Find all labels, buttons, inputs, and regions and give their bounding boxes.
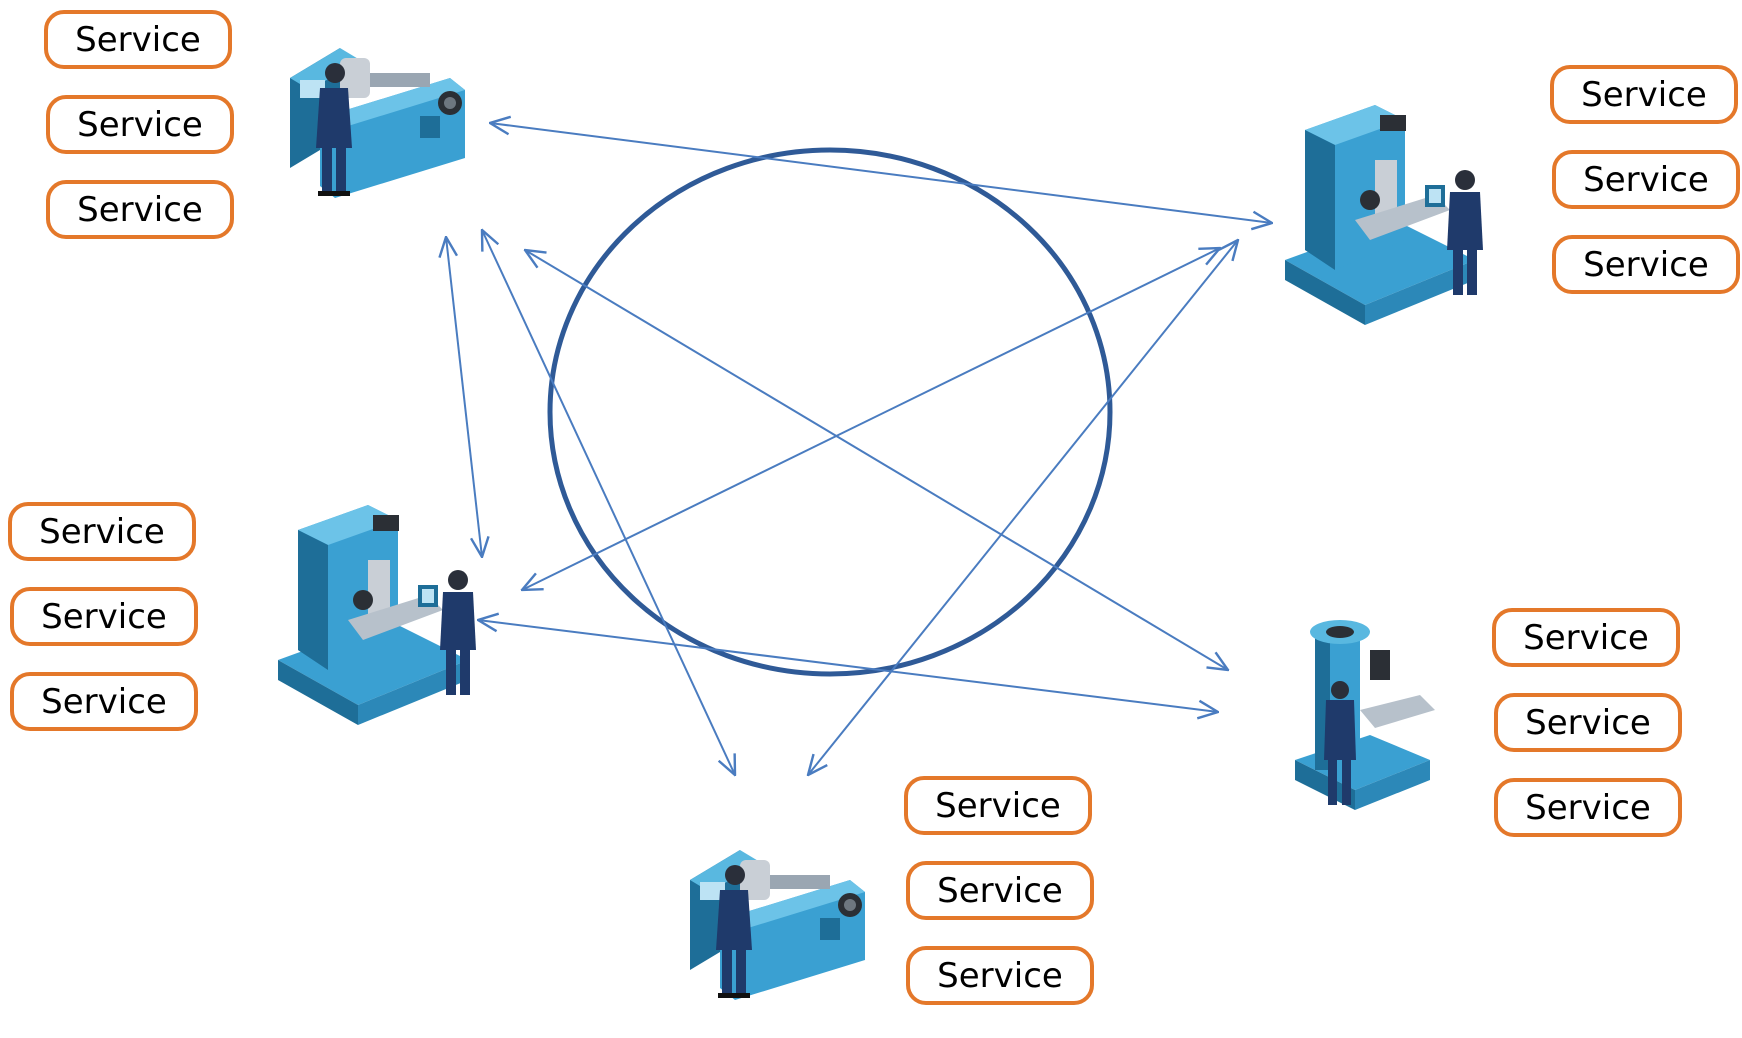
service-box: Service xyxy=(10,587,198,646)
service-label: Service xyxy=(1525,787,1651,828)
service-label: Service xyxy=(39,511,165,552)
drill-press-icon xyxy=(1290,610,1450,835)
milling-machine-icon xyxy=(1275,100,1505,345)
service-label: Service xyxy=(77,104,203,145)
connection-arrow xyxy=(478,620,1218,712)
service-box: Service xyxy=(44,10,232,69)
service-label: Service xyxy=(1583,244,1709,285)
service-box: Service xyxy=(1494,778,1682,837)
connection-arrow xyxy=(482,230,735,775)
service-box: Service xyxy=(906,861,1094,920)
service-label: Service xyxy=(1583,159,1709,200)
service-label: Service xyxy=(1525,702,1651,743)
service-label: Service xyxy=(935,785,1061,826)
connection-arrow xyxy=(490,123,1272,223)
lathe-machine-icon xyxy=(280,18,490,223)
service-label: Service xyxy=(41,596,167,637)
network-ring xyxy=(547,147,1113,677)
service-box: Service xyxy=(1494,693,1682,752)
milling-machine-icon xyxy=(268,500,498,745)
service-box: Service xyxy=(1552,235,1740,294)
lathe-machine-icon xyxy=(680,820,890,1025)
service-box: Service xyxy=(10,672,198,731)
service-label: Service xyxy=(1523,617,1649,658)
service-label: Service xyxy=(937,955,1063,996)
service-box: Service xyxy=(46,180,234,239)
connection-arrow xyxy=(525,250,1228,670)
connection-arrow xyxy=(522,248,1220,590)
service-label: Service xyxy=(937,870,1063,911)
service-box: Service xyxy=(1552,150,1740,209)
service-box: Service xyxy=(1550,65,1738,124)
connection-arrow xyxy=(808,240,1238,775)
service-box: Service xyxy=(904,776,1092,835)
service-box: Service xyxy=(8,502,196,561)
service-label: Service xyxy=(77,189,203,230)
service-box: Service xyxy=(906,946,1094,1005)
service-label: Service xyxy=(1581,74,1707,115)
service-box: Service xyxy=(1492,608,1680,667)
connection-arrow xyxy=(446,237,482,557)
service-label: Service xyxy=(75,19,201,60)
service-label: Service xyxy=(41,681,167,722)
service-box: Service xyxy=(46,95,234,154)
